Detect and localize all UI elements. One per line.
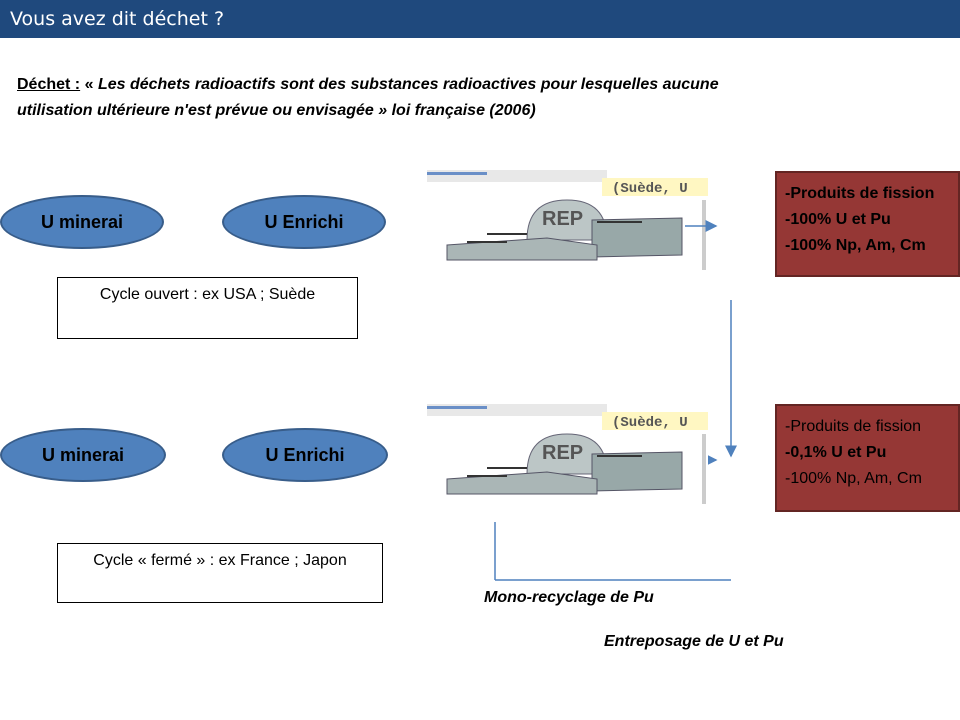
- open-cycle-box: Cycle ouvert : ex USA ; Suède: [57, 277, 358, 339]
- open-waste-line-3: -100% Np, Am, Cm: [785, 237, 926, 254]
- open-ore-label: U minerai: [40, 211, 124, 232]
- closed-enriched-label: U Enrichi: [265, 444, 345, 465]
- reactor-illustration: (Suède, U REP: [427, 404, 708, 504]
- reactor-caption: (Suède, U: [612, 181, 688, 197]
- title-bar: Vous avez dit déchet ?: [0, 0, 960, 38]
- open-enriched-ellipse: U Enrichi: [222, 195, 386, 249]
- slide-title: Vous avez dit déchet ?: [10, 8, 225, 30]
- reactor-illustration: (Suède, U REP: [427, 170, 708, 270]
- closed-cycle-box: Cycle « fermé » : ex France ; Japon: [57, 543, 383, 603]
- open-waste-line-2: -100% U et Pu: [785, 211, 891, 228]
- mono-recycling-caption: Mono-recyclage de Pu: [484, 589, 654, 606]
- closed-ore-ellipse: U minerai: [0, 428, 166, 482]
- definition-quote: Les déchets radioactifs sont des substan…: [17, 76, 719, 119]
- open-cycle-label: Cycle ouvert : ex USA ; Suède: [99, 286, 316, 303]
- closed-waste-box: -Produits de fission -0,1% U et Pu -100%…: [775, 404, 960, 512]
- definition-label: Déchet :: [17, 76, 81, 93]
- closed-ore-label: U minerai: [41, 444, 125, 465]
- open-ore-ellipse: U minerai: [0, 195, 164, 249]
- closed-waste-line-2: -0,1% U et Pu: [785, 444, 887, 461]
- reactor-label: REP: [542, 208, 583, 230]
- open-enriched-label: U Enrichi: [264, 211, 344, 232]
- storage-caption: Entreposage de U et Pu: [604, 633, 784, 650]
- reactor-image-closed: (Suède, U REP: [427, 404, 708, 522]
- closed-waste-line-1: -Produits de fission: [785, 418, 922, 435]
- definition-text: Déchet : « Les déchets radioactifs sont …: [17, 72, 777, 124]
- closed-cycle-label: Cycle « fermé » : ex France ; Japon: [93, 552, 347, 569]
- open-waste-box: -Produits de fission -100% U et Pu -100%…: [775, 171, 960, 277]
- reactor-label: REP: [542, 442, 583, 464]
- definition-source: » loi française (2006): [378, 102, 536, 119]
- closed-enriched-ellipse: U Enrichi: [222, 428, 388, 482]
- open-waste-line-1: -Produits de fission: [785, 185, 935, 202]
- definition-open-quote: «: [84, 76, 94, 93]
- closed-waste-line-3: -100% Np, Am, Cm: [785, 470, 922, 487]
- reactor-caption: (Suède, U: [612, 415, 688, 431]
- reactor-image-open: (Suède, U REP: [427, 170, 708, 288]
